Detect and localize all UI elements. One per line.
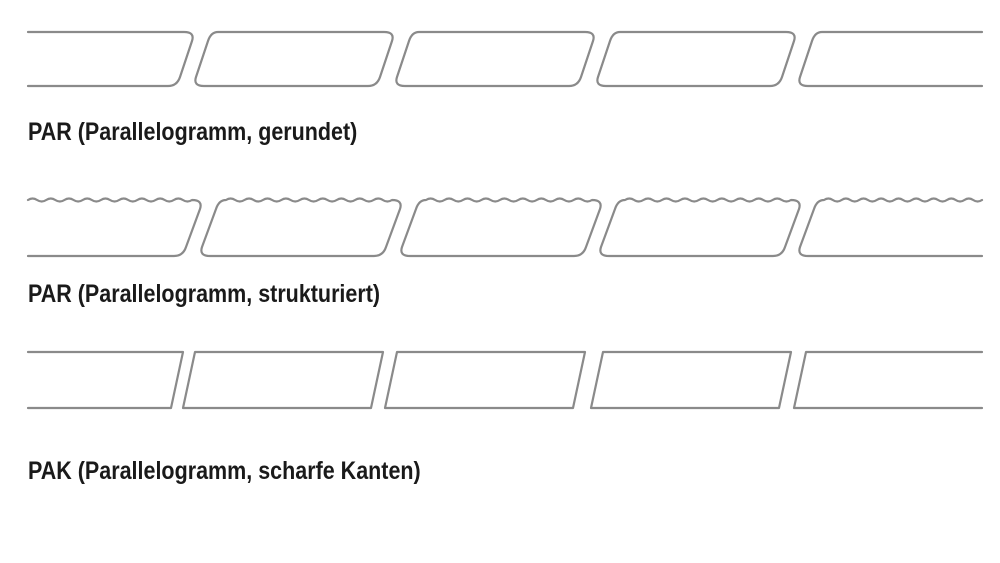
structured-tile-4 xyxy=(599,197,801,258)
sharp-tile-5 xyxy=(792,350,984,410)
rounded-tile-5 xyxy=(798,30,984,88)
structured-tile-3 xyxy=(400,197,602,258)
sharp-tile-1 xyxy=(26,350,185,410)
sharp-tile-3 xyxy=(383,350,587,410)
rounded-tile-3 xyxy=(395,30,595,88)
rounded-tile-2 xyxy=(194,30,394,88)
sharp-tile-4 xyxy=(589,350,793,410)
rounded-parallelogram-strip xyxy=(26,30,984,88)
structured-tile-1 xyxy=(26,197,202,258)
structured-tile-5 xyxy=(798,197,984,258)
sharp-tile-2 xyxy=(181,350,385,410)
caption-sharp: PAK (Parallelogramm, scharfe Kanten) xyxy=(28,457,421,485)
caption-rounded: PAR (Parallelogramm, gerundet) xyxy=(28,118,358,146)
structured-tile-2 xyxy=(200,197,402,258)
rounded-tile-1 xyxy=(26,30,194,88)
structured-parallelogram-strip xyxy=(26,197,984,258)
rounded-tile-4 xyxy=(596,30,796,88)
sharp-parallelogram-strip xyxy=(26,350,984,410)
caption-structured: PAR (Parallelogramm, strukturiert) xyxy=(28,280,381,308)
